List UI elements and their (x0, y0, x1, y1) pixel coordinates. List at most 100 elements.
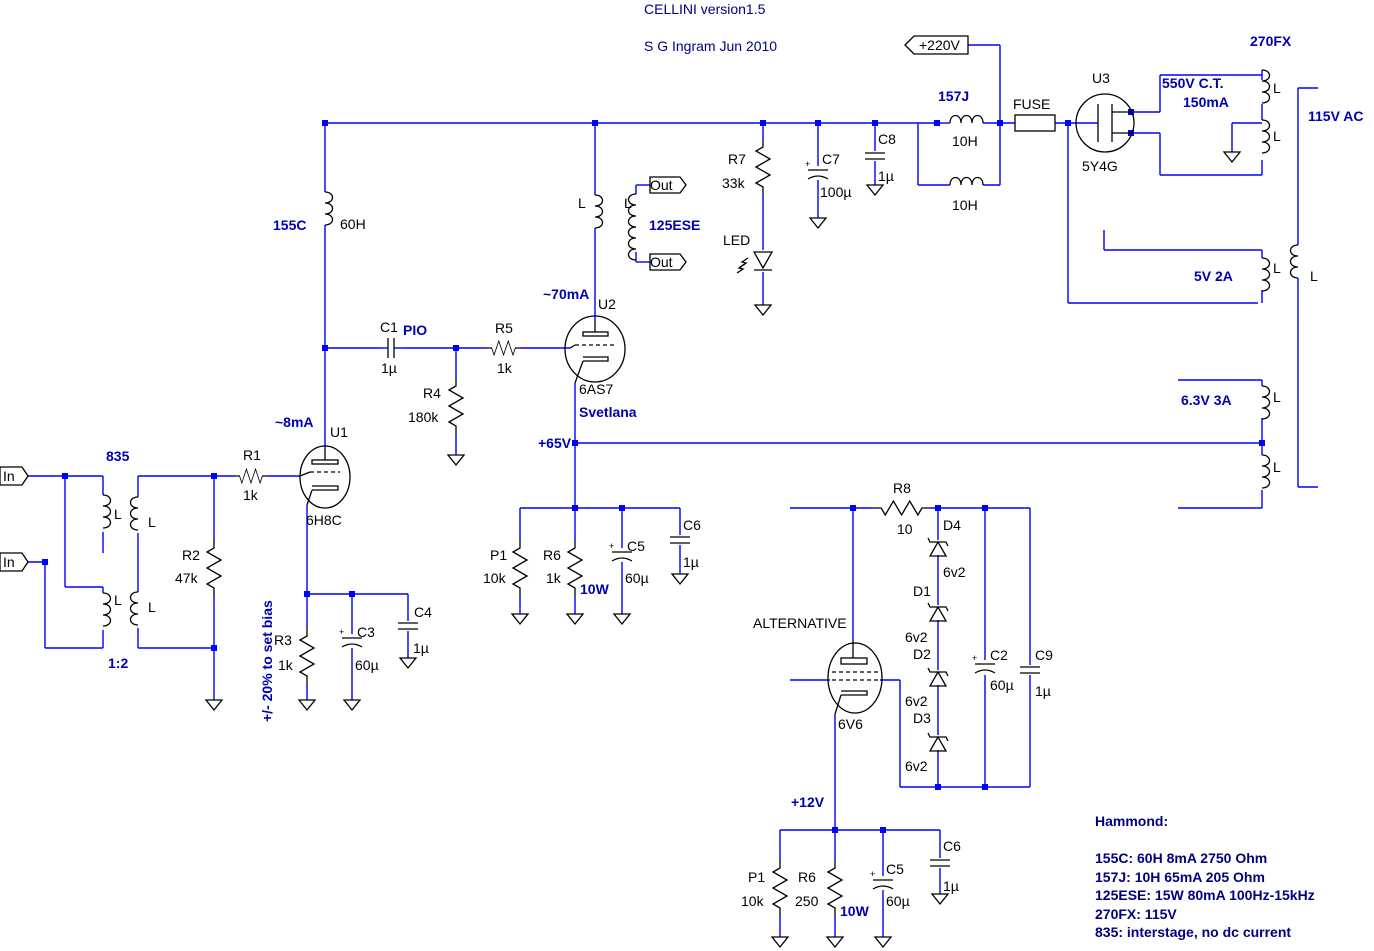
svg-text:60µ: 60µ (886, 893, 910, 909)
r7-resistor (755, 138, 771, 196)
svg-text:1k: 1k (243, 487, 259, 503)
svg-text:L: L (1273, 389, 1281, 405)
svg-text:1k: 1k (546, 570, 562, 586)
svg-text:LED: LED (723, 232, 750, 248)
svg-text:D2: D2 (913, 646, 931, 662)
svg-text:10W: 10W (580, 581, 610, 597)
svg-text:180k: 180k (408, 409, 439, 425)
title-line1: CELLINI version1.5 (644, 1, 766, 17)
svg-text:C2: C2 (990, 647, 1008, 663)
svg-text:C3: C3 (357, 624, 375, 640)
d3-zener (927, 732, 949, 752)
svg-text:60µ: 60µ (625, 570, 649, 586)
svg-text:1µ: 1µ (1035, 683, 1051, 699)
svg-text:6AS7: 6AS7 (579, 381, 613, 397)
ports (0, 35, 969, 572)
svg-text:6.3V 3A: 6.3V 3A (1181, 392, 1232, 408)
port-out2: Out (650, 254, 673, 270)
svg-text:835: interstage, no dc current: 835: interstage, no dc current (1095, 924, 1291, 940)
svg-text:10W: 10W (840, 903, 870, 919)
svg-text:47k: 47k (175, 570, 199, 586)
port-b220: +220V (919, 37, 961, 53)
c6-capacitor (669, 536, 691, 544)
svg-text:~8mA: ~8mA (275, 414, 314, 430)
d4-zener (927, 537, 949, 557)
ot-primary-coil (594, 194, 604, 229)
label-270fx: 270FX (1250, 33, 1292, 49)
svg-text:C7: C7 (822, 151, 840, 167)
svg-text:D4: D4 (943, 517, 961, 533)
led-symbol (736, 251, 774, 274)
svg-text:C4: C4 (414, 604, 432, 620)
d1-zener (927, 602, 949, 622)
svg-text:550V C.T.: 550V C.T. (1162, 75, 1223, 91)
svg-text:R6: R6 (798, 869, 816, 885)
svg-text:10: 10 (897, 521, 913, 537)
svg-text:L: L (1310, 268, 1318, 284)
d2-zener (927, 667, 949, 687)
label-125ese: 125ESE (649, 217, 700, 233)
svg-text:100µ: 100µ (820, 184, 851, 200)
svg-text:R2: R2 (182, 547, 200, 563)
xfmr-5v-coil (1261, 257, 1271, 292)
ground-symbols (205, 151, 1241, 948)
label-155c: 155C (273, 217, 306, 233)
svg-text:10H: 10H (952, 133, 978, 149)
svg-text:1µ: 1µ (381, 360, 397, 376)
svg-text:R7: R7 (728, 151, 746, 167)
choke-157j-a-symbol (949, 114, 984, 124)
svg-text:U3: U3 (1092, 70, 1110, 86)
svg-text:Svetlana: Svetlana (579, 404, 637, 420)
t835-secondary-a-coil (129, 496, 139, 531)
svg-text:60µ: 60µ (355, 657, 379, 673)
svg-text:U1: U1 (330, 424, 348, 440)
r2-resistor (206, 539, 222, 597)
title-line2: S G Ingram Jun 2010 (644, 38, 777, 54)
v6v6-tube (827, 640, 883, 715)
xfmr-hv-upper-coil (1261, 69, 1271, 104)
c4-capacitor (397, 622, 419, 630)
c1-capacitor (387, 337, 395, 359)
svg-text:6V6: 6V6 (838, 716, 863, 732)
svg-text:1µ: 1µ (413, 640, 429, 656)
svg-text:L: L (1273, 459, 1281, 475)
svg-text:C8: C8 (878, 131, 896, 147)
u1-tube (299, 445, 351, 509)
label-157j: 157J (938, 88, 969, 104)
label-alternative: ALTERNATIVE (753, 615, 847, 631)
svg-text:157J: 10H 65mA 205 Ohm: 157J: 10H 65mA 205 Ohm (1095, 869, 1265, 885)
c8-capacitor (864, 152, 886, 160)
svg-text:6v2: 6v2 (905, 758, 928, 774)
svg-text:10H: 10H (952, 197, 978, 213)
r3-resistor (299, 627, 315, 685)
svg-text:1k: 1k (278, 657, 294, 673)
svg-text:C6: C6 (943, 838, 961, 854)
ot-secondary-lower-coil (627, 226, 637, 261)
xfmr-heater-upper-coil (1261, 385, 1271, 420)
svg-text:6v2: 6v2 (943, 564, 966, 580)
t835-primary-b-coil (102, 592, 112, 627)
u3-rectifier-tube (1075, 93, 1135, 153)
c6b-capacitor (929, 859, 951, 867)
fuse-symbol (1014, 114, 1056, 132)
r1-resistor (234, 468, 268, 484)
svg-text:6H8C: 6H8C (306, 512, 342, 528)
svg-text:1µ: 1µ (943, 878, 959, 894)
svg-text:1k: 1k (497, 360, 513, 376)
svg-text:L: L (1273, 128, 1281, 144)
svg-text:10k: 10k (483, 570, 507, 586)
svg-text:L: L (1273, 260, 1281, 276)
r8-resistor (872, 500, 931, 516)
p1b-potentiometer (772, 859, 788, 917)
svg-text:+65V: +65V (538, 435, 572, 451)
p1-potentiometer (512, 539, 528, 597)
u2-tube (564, 315, 626, 384)
r4-resistor (448, 377, 464, 435)
r5-resistor (486, 340, 521, 356)
svg-text:5Y4G: 5Y4G (1082, 158, 1118, 174)
label-bias: +/- 20% to set bias (259, 600, 275, 722)
svg-text:+12V: +12V (791, 794, 825, 810)
port-in1: In (3, 468, 15, 484)
svg-text:P1: P1 (748, 869, 765, 885)
